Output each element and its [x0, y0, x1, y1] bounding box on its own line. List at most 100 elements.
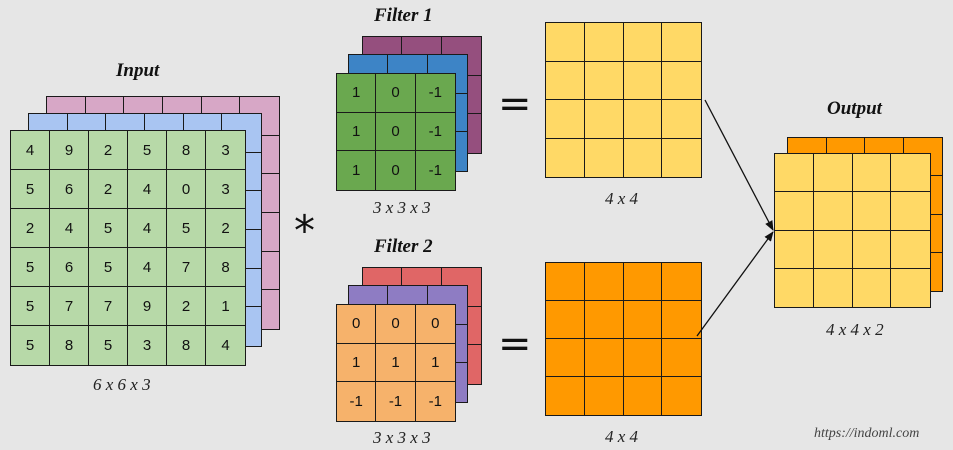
grid-cell-value: 1: [415, 344, 455, 383]
grid-cell: [546, 23, 585, 62]
grid-cell-value: 0: [376, 151, 416, 190]
grid-cell: [891, 269, 930, 307]
grid-cell-value: 8: [167, 131, 206, 170]
grid-cell: [813, 154, 853, 193]
output-title: Output: [827, 98, 882, 119]
grid-cell-value: 5: [89, 209, 128, 248]
grid-cell: [813, 230, 853, 269]
grid-cell-value: 2: [206, 209, 245, 248]
grid-cell-value: 3: [128, 326, 167, 365]
grid-cell: [852, 192, 892, 231]
grid-cell: [584, 301, 624, 339]
grid-cell-value: 5: [11, 287, 50, 326]
grid-cell: [891, 231, 930, 269]
grid-cell-value: 9: [50, 131, 89, 170]
grid-cell-value: 9: [128, 287, 167, 326]
grid-cell-value: -1: [415, 74, 455, 113]
grid-cell: [623, 61, 663, 100]
grid-cell-value: 4: [128, 209, 167, 248]
filter1-dims: 3 x 3 x 3: [373, 198, 431, 217]
grid-cell-value: 8: [206, 248, 245, 287]
grid-cell-value: -1: [428, 393, 442, 411]
grid-cell-value: 2: [89, 170, 128, 209]
grid-cell-value: 2: [89, 131, 128, 170]
grid-cell: [584, 61, 624, 100]
grid-cell-value: 4: [50, 209, 89, 248]
input-title: Input: [116, 60, 160, 81]
grid-cell-value: 3: [206, 131, 245, 170]
grid-cell-value: 8: [167, 326, 206, 365]
filter1-title: Filter 1: [374, 5, 433, 26]
grid-cell-value: -1: [376, 382, 416, 421]
grid-cell-value: 0: [376, 74, 416, 113]
grid-cell-value: 1: [337, 112, 377, 152]
arrow-feature-map-2-to-output: [696, 231, 774, 337]
grid-cell-value: -1: [337, 382, 377, 421]
grid-cell-value: 1: [337, 343, 377, 383]
grid-cell-value: 7: [50, 287, 89, 326]
grid-cell-value: 5: [11, 248, 50, 287]
grid-cell: [546, 301, 585, 339]
grid-cell: [584, 100, 624, 139]
feature-map-1-grid: [545, 22, 702, 178]
grid-cell-value: 4: [128, 170, 167, 209]
grid-cell: [624, 377, 663, 415]
grid-cell: [853, 268, 892, 307]
grid-cell: [546, 61, 585, 100]
grid-cell: [585, 377, 624, 415]
feature-map-2-grid: [545, 262, 702, 416]
grid-cell: [584, 339, 624, 377]
grid-cell-value: 0: [337, 305, 377, 344]
grid-cell: [623, 301, 663, 339]
grid-cell-value: 7: [167, 248, 206, 287]
grid-cell: [624, 138, 663, 177]
grid-cell-value: 8: [50, 326, 89, 365]
grid-cell-value: -1: [415, 113, 455, 152]
grid-cell-value: 5: [11, 326, 50, 365]
filter2-title: Filter 2: [374, 236, 433, 257]
grid-cell: [775, 154, 814, 193]
grid-cell-value: 0: [376, 305, 416, 344]
grid-cell: [585, 138, 624, 177]
credit-url: https://indoml.com: [814, 426, 920, 441]
grid-cell: [546, 138, 585, 177]
grid-cell-value: 4: [11, 131, 50, 170]
grid-cell: [891, 192, 930, 231]
grid-cell-value: 5: [11, 170, 50, 209]
feature-map-2-dims: 4 x 4: [605, 427, 639, 446]
grid-cell-value: 4: [221, 337, 230, 354]
grid-cell: [546, 100, 585, 139]
equals-sign-2: =: [498, 321, 532, 367]
grid-cell-value: 5: [167, 209, 206, 248]
grid-cell: [662, 62, 701, 100]
equals-sign-1: =: [498, 81, 532, 127]
filter2-dims: 3 x 3 x 3: [373, 428, 431, 447]
input-dims: 6 x 6 x 3: [93, 375, 151, 394]
arrow-feature-map-1-to-output: [704, 99, 774, 231]
output-channel-1-grid: [774, 153, 931, 308]
output-dims: 4 x 4 x 2: [826, 320, 884, 339]
grid-cell-value: 5: [89, 248, 128, 287]
grid-cell: [891, 154, 930, 193]
grid-cell: [662, 339, 701, 377]
grid-cell-value: 0: [376, 112, 416, 152]
grid-cell-value: 6: [50, 248, 89, 287]
grid-cell: [775, 192, 814, 231]
grid-cell-value: 5: [89, 326, 128, 365]
grid-cell-value: 1: [337, 151, 377, 190]
grid-cell: [813, 192, 853, 231]
grid-cell: [852, 230, 892, 269]
grid-cell-value: 0: [167, 170, 206, 209]
grid-cell-value: 4: [128, 248, 167, 287]
grid-cell-value: 1: [337, 74, 377, 113]
grid-cell-value: -1: [428, 162, 442, 180]
grid-cell: [584, 23, 624, 62]
grid-cell-value: 3: [206, 170, 245, 209]
grid-cell: [662, 301, 701, 339]
grid-cell: [775, 268, 814, 307]
